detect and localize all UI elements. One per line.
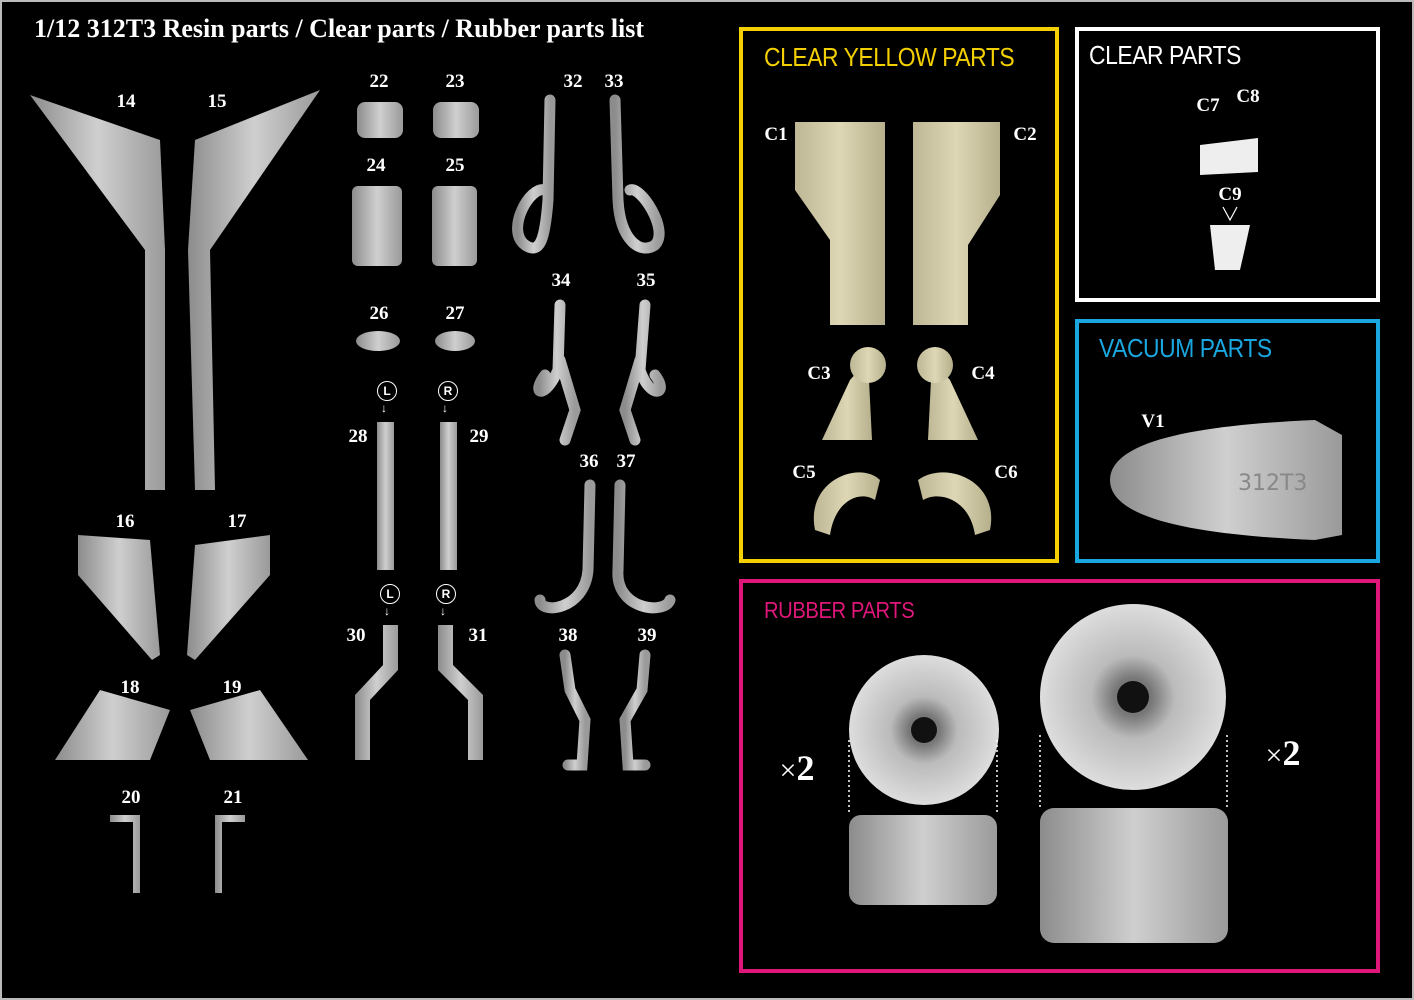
part-37 [612,479,676,614]
rubber-tire-small-tread [849,815,997,905]
part-C7 [1200,138,1258,175]
part-label: 19 [222,677,242,698]
sheet-title: 1/12 312T3 Resin parts / Clear parts / R… [34,14,645,43]
part-label: 26 [369,303,389,324]
part-19 [190,690,308,760]
part-C9 [1210,225,1250,270]
part-label: 27 [445,303,465,324]
quantity-small-tire: ×2 [779,748,815,788]
part-label: 24 [366,155,386,176]
clear-parts-title: CLEAR PARTS [1089,40,1241,70]
part-23 [433,102,479,138]
vacuum-parts-title: VACUUM PARTS [1099,333,1272,363]
part-label: 20 [121,787,141,808]
part-27 [435,331,475,351]
part-28 [377,422,394,570]
left-marker: L [377,381,397,417]
part-label: 28 [348,426,368,447]
right-marker: R [436,584,456,620]
part-label: 36 [579,451,599,472]
part-label: 15 [207,91,227,112]
part-label: C1 [764,124,788,145]
part-36 [534,479,596,614]
part-C1 [795,122,885,325]
part-label: C9 [1218,184,1242,205]
part-C5 [813,472,880,535]
part-label: 21 [223,787,243,808]
part-21 [215,815,245,893]
part-label: 16 [115,511,135,532]
left-marker: L [380,584,400,620]
part-label: V1 [1141,411,1165,432]
part-label: 29 [469,426,489,447]
part-label: 35 [636,270,656,291]
part-20 [110,815,140,893]
v1-emboss-text: 312T3 [1238,471,1307,496]
rubber-tire-large-tread [1040,808,1228,943]
part-label: C5 [792,462,816,483]
part-38 [559,649,591,771]
part-17 [187,535,270,660]
part-label: C8 [1236,86,1260,107]
part-31 [438,625,483,760]
clear-parts-box [1075,27,1380,302]
part-label: 14 [116,91,136,112]
rubber-parts-box [739,579,1380,973]
part-label: 32 [563,71,583,92]
part-label: C4 [971,363,995,384]
quantity-large-tire: ×2 [1265,733,1301,773]
part-label: C7 [1196,95,1220,116]
part-22 [357,102,403,138]
part-label: 18 [120,677,140,698]
part-label: 34 [551,270,571,291]
part-32 [512,94,556,254]
part-label: 22 [369,71,389,92]
part-label: 38 [558,625,578,646]
part-30 [355,625,398,760]
part-16 [78,535,160,660]
part-34 [533,299,581,446]
part-14 [30,95,165,490]
part-label: 37 [616,451,636,472]
clear-yellow-parts-title: CLEAR YELLOW PARTS [764,42,1015,72]
part-C2 [913,122,1000,325]
part-C6 [918,472,992,535]
part-label: 23 [445,71,465,92]
part-label: 30 [346,625,366,646]
vacuum-parts-box [1075,319,1380,563]
part-25 [432,186,477,266]
part-35 [619,299,666,446]
part-label: C6 [994,462,1018,483]
rubber-parts-title: RUBBER PARTS [764,597,915,623]
part-label: C3 [807,363,831,384]
part-label: 39 [637,625,657,646]
part-V1 [1110,420,1342,540]
part-26 [356,331,400,351]
part-label: 17 [227,511,247,532]
clear-yellow-parts-box [739,27,1059,563]
part-label: 25 [445,155,465,176]
part-24 [352,186,402,266]
part-label: C2 [1013,124,1037,145]
part-33 [609,94,665,254]
part-29 [440,422,457,570]
part-18 [55,690,170,760]
part-39 [619,649,651,771]
part-label: 31 [468,625,488,646]
part-15 [188,90,320,490]
right-marker: R [438,381,458,417]
part-label: 33 [604,71,624,92]
